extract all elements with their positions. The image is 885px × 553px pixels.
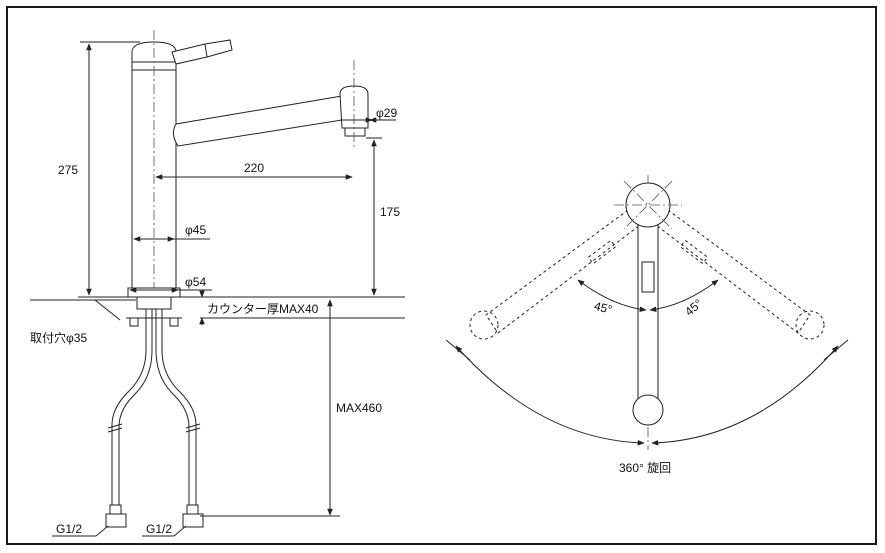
dim-base-diameter-label: φ54 (185, 275, 206, 289)
dim-mount-hole-label: 取付穴φ35 (30, 330, 87, 345)
arm-right-45 (655, 209, 811, 334)
dim-height-total-label: 275 (58, 163, 78, 177)
hose-right-inner (155, 309, 190, 505)
handle-slot (641, 261, 655, 293)
side-view: 275 220 175 φ29 φ45 φ54 カウンター厚MAX40 取付穴φ… (30, 30, 405, 537)
faucet-lever (171, 39, 233, 65)
arm-center (637, 215, 659, 405)
dim-spout-height-label: 175 (380, 205, 400, 219)
fitting-right (182, 513, 204, 528)
spout-head (339, 85, 369, 129)
dim-spout-diameter-label: φ29 (376, 106, 397, 120)
dim-counter-thickness-label: カウンター厚MAX40 (207, 302, 319, 316)
fitting-left (105, 513, 127, 528)
arm-left-head (469, 310, 499, 340)
top-view: 45° 45° 360° 旋回 (445, 175, 849, 475)
hose-left-inner (118, 309, 153, 505)
arm-center-head (632, 394, 664, 426)
hose-right-outer (161, 309, 197, 505)
faucet-base (127, 287, 181, 298)
hose-left-outer (111, 309, 147, 505)
rotation-arc-left (455, 345, 645, 446)
dim-hose-length-label: MAX460 (336, 401, 382, 415)
faucet-spout (172, 95, 343, 147)
arm-left-45 (485, 209, 641, 334)
aerator (344, 127, 366, 137)
dim-reach-label: 220 (244, 161, 264, 175)
dim-body-diameter-label: φ45 (185, 223, 206, 237)
inlet-left-label: G1/2 (56, 522, 82, 536)
rotation-label: 360° 旋回 (619, 461, 671, 475)
inlet-right-label: G1/2 (146, 522, 172, 536)
rotation-arc-right (651, 345, 839, 446)
angle-left-label: 45° (593, 299, 614, 317)
angle-left-arc (577, 279, 647, 313)
arm-right-head (795, 310, 825, 340)
angle-right-arc (649, 279, 719, 313)
